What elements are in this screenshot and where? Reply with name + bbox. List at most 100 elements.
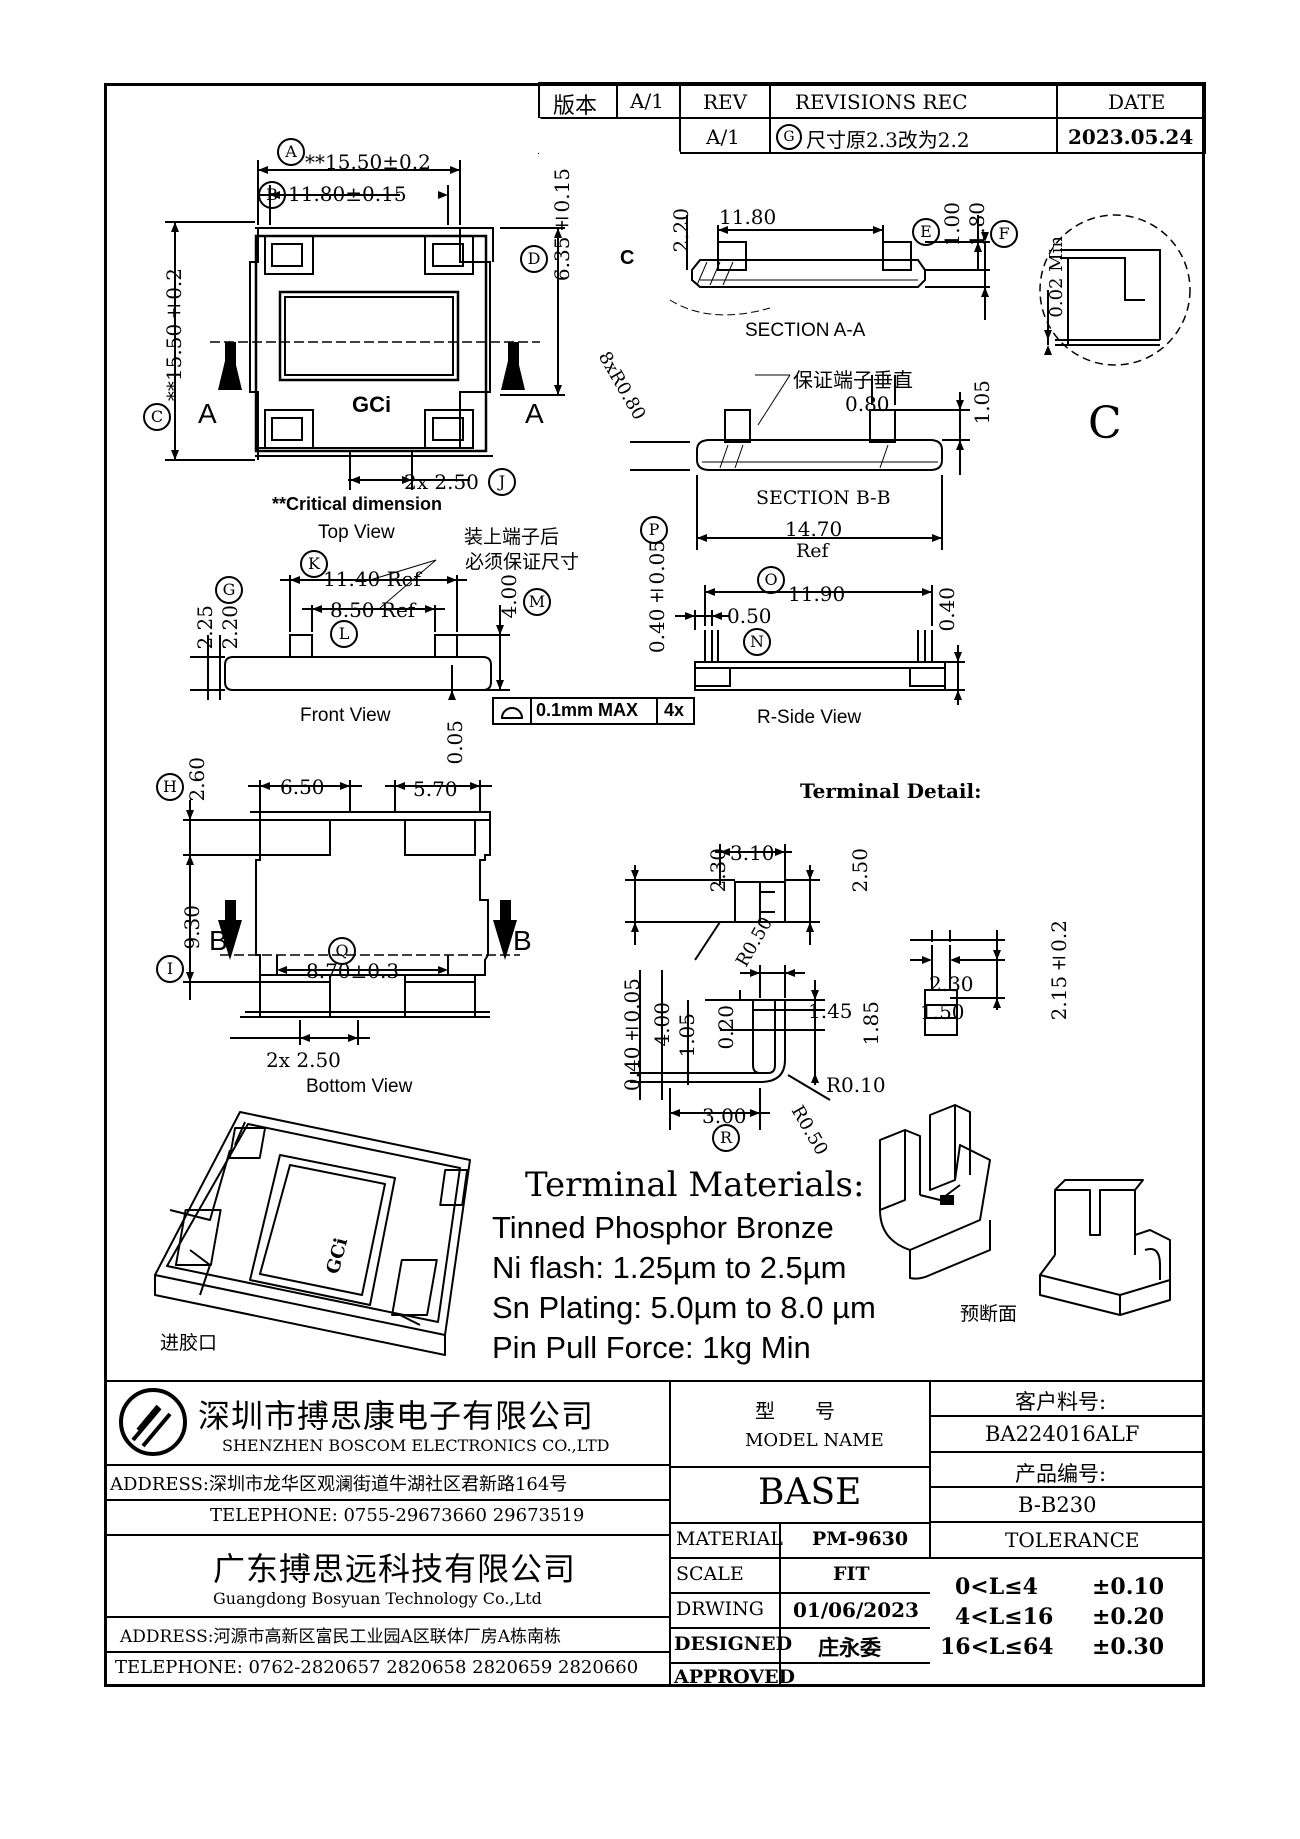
designed-value: 庄永委 (818, 1635, 881, 1660)
detail-c-label: C (1088, 398, 1122, 449)
dim-o: 11.90 (788, 582, 846, 606)
marker-f: F (990, 220, 1018, 248)
section-b-right: B (513, 925, 532, 956)
section-bb-d1: 0.80 (845, 392, 890, 416)
materials-line-2: Ni flash: 1.25µm to 2.5µm (492, 1250, 847, 1285)
tol-value-2: ±0.20 (1092, 1604, 1165, 1630)
revisions-header: REVISIONS REC (795, 90, 968, 114)
isometric-base-view: GCi (154, 1111, 471, 1356)
section-bb-drawing (630, 374, 970, 550)
section-aa-c-label: C (620, 247, 635, 269)
marker-r: R (712, 1124, 740, 1152)
marker-p: P (640, 516, 668, 544)
bottom-view-caption: Bottom View (306, 1076, 413, 1097)
dim-j: 2x 2.50 (404, 470, 479, 494)
front-note-1: 装上端子后 (464, 526, 560, 548)
top-view-caption: Top View (318, 522, 395, 543)
marker-e: E (912, 218, 940, 246)
critical-note: **Critical dimension (272, 494, 443, 514)
material-value: PM-9630 (812, 1528, 909, 1550)
dim-k: 11.40 Ref (323, 567, 421, 591)
revision-row-date: 2023.05.24 (1068, 125, 1194, 149)
marker-g: G (215, 576, 243, 604)
terminal-detail-drawing (625, 844, 1005, 1130)
marker-q: Q (328, 937, 356, 965)
version-value: A/1 (630, 89, 664, 113)
customer-no: BA224016ALF (985, 1422, 1140, 1446)
materials-line-4: Pin Pull Force: 1kg Min (492, 1330, 811, 1365)
revision-row-rev: A/1 (706, 125, 740, 149)
marker-a: A (277, 138, 305, 166)
top-view-drawing (165, 160, 565, 490)
marker-b: B (258, 181, 286, 209)
section-b-left: B (209, 925, 228, 956)
isometric-terminal-views (879, 1104, 1171, 1316)
tol-value-1: ±0.10 (1092, 1574, 1165, 1600)
section-bb-ref: Ref (796, 540, 829, 562)
tol-value-3: ±0.30 (1092, 1634, 1165, 1660)
flatness-frame: 0.1mm MAX 4x (492, 697, 695, 725)
tolerance-label: TOLERANCE (1005, 1528, 1140, 1552)
flatness-count: 4x (664, 700, 685, 720)
drawing-frame (104, 83, 1205, 1687)
td-k: 2.30 (929, 972, 974, 996)
material-label: MATERIAL (676, 1528, 783, 1550)
company-cn: 深圳市搏思康电子有限公司 (198, 1397, 595, 1435)
company2-en: Guangdong Bosyuan Technology Co.,Ltd (213, 1589, 542, 1608)
iso-inlet-label: 进胶口 (160, 1332, 218, 1354)
telephone-2: TELEPHONE: 0762-2820657 2820658 2820659 … (115, 1657, 639, 1678)
revision-marker-g: G (776, 124, 802, 150)
dim-bottom-w2: 5.70 (413, 777, 458, 801)
address-2: ADDRESS:河源市高新区富民工业园A区联体厂房A栋南栋 (120, 1627, 562, 1647)
marker-l: L (330, 620, 358, 648)
materials-line-3: Sn Plating: 5.0µm to 8.0 µm (492, 1290, 876, 1325)
company-logo-icon (119, 1388, 187, 1456)
front-view-caption: Front View (300, 705, 391, 726)
rev-header: REV (703, 90, 748, 114)
marker-n: N (743, 628, 771, 656)
tol-range-2: 4<L≤16 (955, 1604, 1054, 1630)
tol-range-1: 0<L≤4 (955, 1574, 1038, 1600)
rside-view-caption: R-Side View (757, 707, 862, 728)
materials-title: Terminal Materials: (525, 1165, 865, 1205)
address-1: ADDRESS:深圳市龙华区观澜街道牛湖社区君新路164号 (110, 1474, 568, 1495)
marker-h: H (156, 773, 184, 801)
drawing-date: 01/06/2023 (793, 1598, 919, 1622)
terminal-detail-title: Terminal Detail: (800, 779, 982, 803)
front-note-2: 必须保证尺寸 (465, 551, 580, 573)
iso-prebreak-label: 预断面 (960, 1303, 1018, 1325)
drawing-label: DRWING (676, 1598, 764, 1620)
td-l: 1.50 (920, 1000, 965, 1024)
approved-label: APPROVED (674, 1666, 796, 1688)
dim-l: 8.50 Ref (330, 598, 416, 622)
telephone-1: TELEPHONE: 0755-29673660 29673519 (210, 1505, 585, 1526)
model-en-label: MODEL NAME (745, 1430, 884, 1451)
flatness-icon (494, 699, 532, 723)
section-a-left: A (198, 398, 217, 429)
front-view-drawing (190, 559, 510, 700)
flatness-value: 0.1mm MAX (536, 700, 639, 720)
marker-m: M (523, 588, 551, 616)
date-header: DATE (1108, 90, 1166, 114)
top-view-logo: GCi (352, 392, 392, 417)
marker-j: J (488, 468, 516, 496)
dim-bottom-w1: 6.50 (280, 775, 325, 799)
rside-view-drawing (675, 585, 965, 705)
bottom-view-drawing (183, 780, 520, 1045)
model-value: BASE (758, 1472, 862, 1513)
marker-d: D (520, 245, 548, 273)
section-bb-width: 14.70 (785, 517, 843, 541)
version-label: 版本 (553, 94, 598, 119)
section-aa-drawing (669, 214, 1191, 366)
title-block-grid (104, 1380, 1205, 1687)
section-aa-width: 11.80 (719, 205, 777, 229)
model-cn-label: 型 号 (755, 1399, 835, 1423)
dim-n: 0.50 (727, 604, 772, 628)
marker-o: O (757, 566, 785, 594)
td-r2: R0.10 (826, 1073, 886, 1097)
tol-range-3: 16<L≤64 (940, 1634, 1054, 1660)
marker-k: K (300, 550, 328, 578)
dim-bottom-pitch: 2x 2.50 (266, 1048, 341, 1072)
dim-a: **15.50±0.2 (305, 150, 431, 174)
dim-b: 11.80±0.15 (288, 182, 407, 206)
